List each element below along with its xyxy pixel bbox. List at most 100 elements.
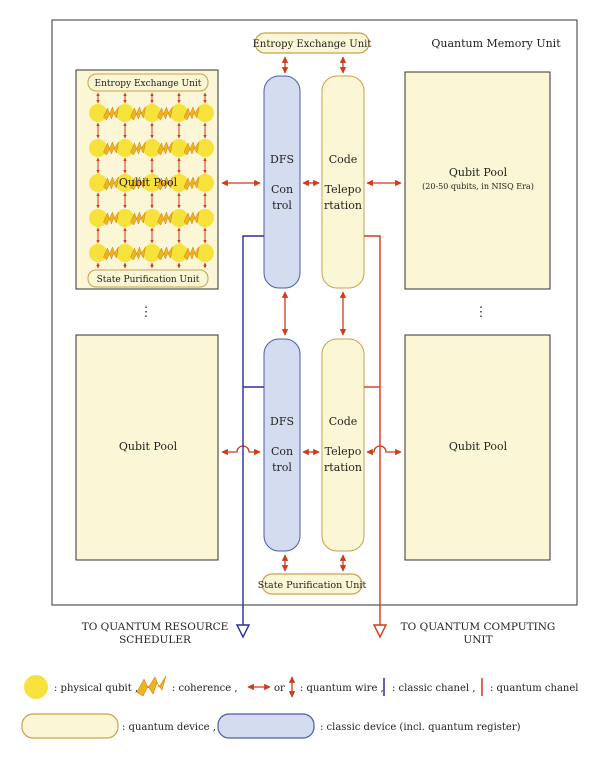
coherence-link: [157, 211, 173, 226]
physical-qubit: [196, 104, 214, 122]
legend-quantum-device-icon: [21, 713, 119, 739]
physical-qubit: [89, 139, 107, 157]
memory-unit-frame: [51, 19, 578, 606]
classic-channel-path-top: [242, 235, 264, 625]
physical-qubit: [116, 104, 134, 122]
qubit-pool-bottom-left: [75, 334, 219, 561]
coherence-link: [130, 141, 146, 156]
coherence-link: [157, 176, 173, 191]
physical-qubit: [196, 139, 214, 157]
legend-physical-qubit: : physical qubit ,: [54, 683, 138, 694]
top-entropy-exchange-unit: [254, 32, 370, 54]
coherence-link: [183, 141, 200, 156]
quantum-wires: [221, 56, 402, 572]
coherence-link: [183, 106, 200, 121]
dest-right-line2: UNIT: [463, 634, 492, 646]
top-entropy-exchange-label: Entropy Exchange Unit: [253, 39, 372, 50]
coherence-link: [130, 106, 146, 121]
bottom-state-purification-label: State Purification Unit: [258, 580, 367, 591]
ellipsis-right: ⋮: [475, 305, 488, 320]
legend-quantum-device: : quantum device ,: [122, 722, 216, 733]
legend-quantum-chanel: : quantum chanel: [490, 683, 578, 694]
coherence-link: [157, 106, 173, 121]
coherence-link: [130, 211, 146, 226]
code-bottom-line1: Code: [329, 415, 358, 428]
physical-qubit: [170, 104, 188, 122]
dfs-top-line1: DFS: [270, 153, 294, 166]
ellipsis-left: ⋮: [140, 305, 153, 320]
legend-qubit-icon: [24, 675, 48, 699]
coherence-link: [157, 246, 173, 261]
wire-code-pool-br: [366, 445, 402, 456]
qubit-pool-top-left-title: Qubit Pool: [119, 176, 178, 189]
code-teleportation-top: [321, 75, 365, 289]
physical-qubit: [143, 209, 161, 227]
physical-qubit: [116, 174, 134, 192]
coherence-link: [103, 141, 119, 156]
dfs-bottom-line1: DFS: [270, 415, 294, 428]
classic-channel-arrowhead: [235, 624, 251, 639]
physical-qubit: [143, 139, 161, 157]
code-bottom-line3: rtation: [324, 461, 362, 474]
legend-coherence: : coherence ,: [172, 683, 238, 694]
dfs-top-line2: Con: [271, 183, 293, 196]
physical-qubit: [89, 209, 107, 227]
code-teleportation-bottom: [321, 338, 365, 552]
legend-coherence-icon: [136, 675, 167, 697]
coherence-link: [130, 246, 146, 261]
physical-qubit: [196, 209, 214, 227]
dfs-control-top: [263, 75, 301, 289]
legend-classic-chanel: : classic chanel ,: [392, 683, 475, 694]
pool-entropy-exchange-unit: [87, 73, 209, 92]
qubit-pool-top-right: [404, 71, 551, 290]
legend-quantum-wire: : quantum wire ,: [300, 683, 384, 694]
physical-qubit: [89, 104, 107, 122]
coherence-link: [183, 211, 200, 226]
dfs-top-line3: trol: [272, 199, 292, 212]
quantum-channel-path-top: [364, 235, 381, 625]
physical-qubit: [196, 174, 214, 192]
code-top-line3: rtation: [324, 199, 362, 212]
coherence-link: [103, 176, 119, 191]
dest-left-line1: TO QUANTUM RESOURCE: [82, 621, 229, 633]
coherence-link: [103, 246, 119, 261]
physical-qubit: [89, 244, 107, 262]
physical-qubit: [143, 174, 161, 192]
dest-left-line2: SCHEDULER: [119, 634, 192, 646]
physical-qubit: [170, 209, 188, 227]
physical-qubit: [116, 244, 134, 262]
qubit-grid: [89, 92, 214, 269]
dfs-bottom-line2: Con: [271, 445, 293, 458]
physical-qubit: [170, 139, 188, 157]
coherence-link: [157, 141, 173, 156]
coherence-link: [183, 176, 200, 191]
physical-qubit: [170, 174, 188, 192]
physical-qubit: [116, 209, 134, 227]
physical-qubit: [143, 244, 161, 262]
physical-qubit: [116, 139, 134, 157]
wire-pool-bl-dfs: [221, 445, 261, 456]
pool-state-purification-unit: [87, 269, 209, 288]
legend-classic-device-icon: [217, 713, 315, 739]
physical-qubit: [89, 174, 107, 192]
coherence-link: [103, 106, 119, 121]
code-top-line2: Telepo: [325, 183, 362, 196]
legend-classic-device: : classic device (incl. quantum register…: [320, 722, 521, 733]
physical-qubit: [196, 244, 214, 262]
physical-qubit: [143, 104, 161, 122]
physical-qubit: [170, 244, 188, 262]
classic-channel: [235, 235, 264, 639]
qubit-pool-top-right-title: Qubit Pool: [449, 166, 508, 179]
quantum-channel: [364, 235, 388, 639]
legend-or: or: [274, 683, 285, 694]
code-top-line1: Code: [329, 153, 358, 166]
dest-right-line1: TO QUANTUM COMPUTING: [401, 621, 556, 633]
coherence-link: [103, 211, 119, 226]
coherence-link: [130, 176, 146, 191]
pool-state-purification-label: State Purification Unit: [97, 275, 200, 285]
dfs-control-bottom: [263, 338, 301, 552]
bottom-state-purification-unit: [261, 573, 363, 595]
quantum-channel-arrowhead: [372, 624, 388, 639]
qubit-pool-bottom-left-title: Qubit Pool: [119, 440, 178, 453]
